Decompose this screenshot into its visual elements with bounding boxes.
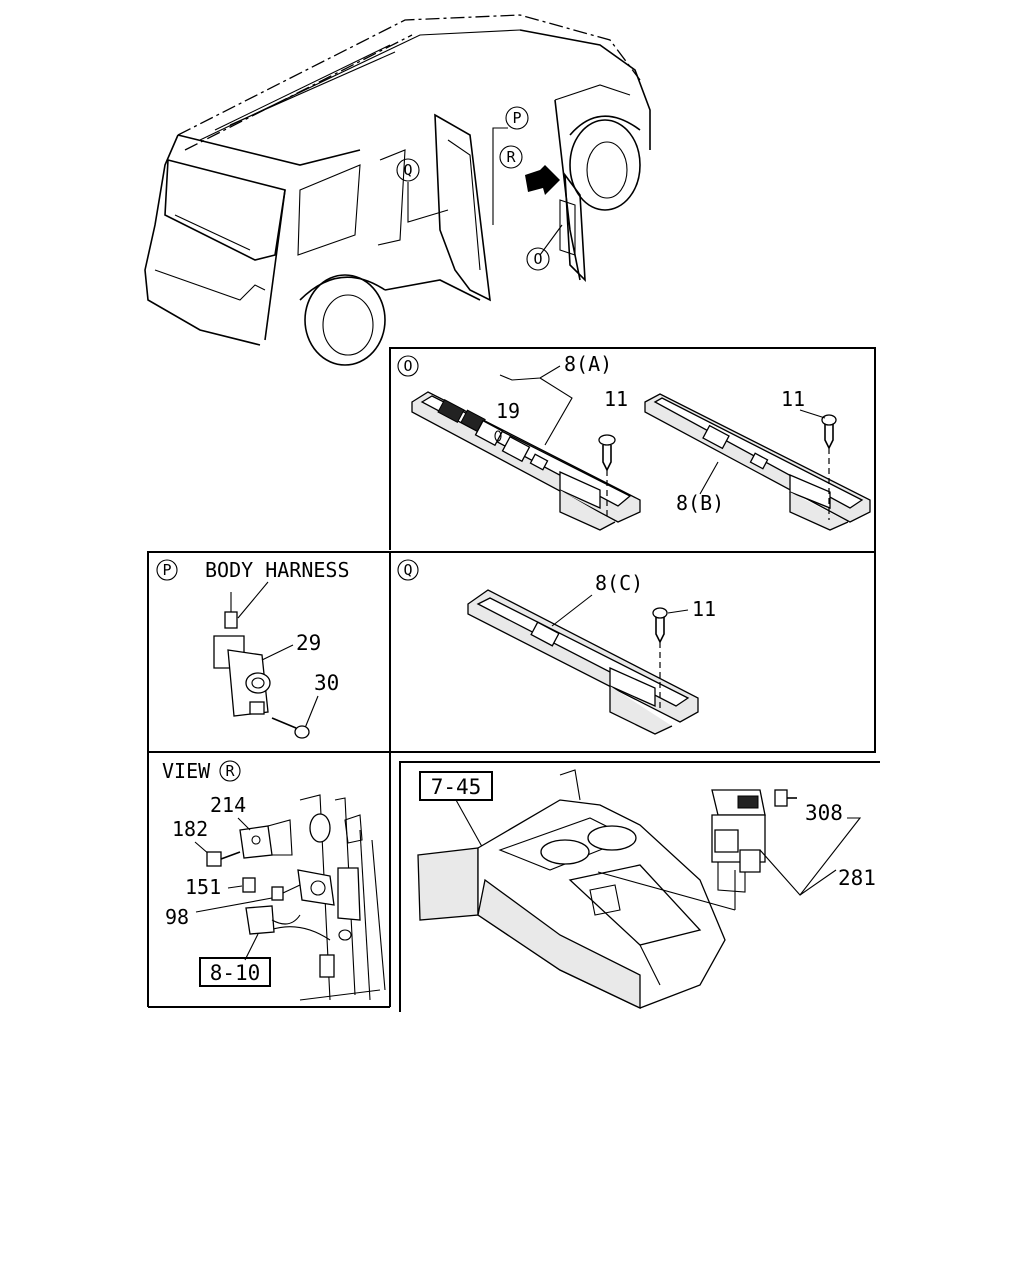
door-switch-29 xyxy=(213,635,271,717)
panel-p-callout: P xyxy=(162,561,171,579)
callout-q-vehicle: Q xyxy=(396,158,420,182)
body-harness-label: BODY HARNESS xyxy=(205,558,350,582)
part-11-label-left: 11 xyxy=(604,387,628,411)
panel-p: P BODY HARNESS 29 30 xyxy=(147,551,876,1007)
panel-o: O 8(A) 19 11 xyxy=(389,347,876,552)
svg-text:7-45: 7-45 xyxy=(431,775,482,799)
connector-body-harness xyxy=(224,592,238,629)
panel-console: 7-45 308 281 xyxy=(399,761,880,1012)
part-11-label-q: 11 xyxy=(692,597,716,621)
bulb-308 xyxy=(774,789,797,807)
part-8b-label: 8(B) xyxy=(676,491,724,515)
panel-o-callout: O xyxy=(403,357,412,375)
part-182-label: 182 xyxy=(172,817,208,841)
harness-98 xyxy=(195,897,301,961)
part-11-label-right: 11 xyxy=(781,387,805,411)
screw-11-right xyxy=(799,409,837,520)
center-console xyxy=(417,769,726,1010)
part-19-label: 19 xyxy=(496,399,520,423)
ref-box-8-10: 8-10 xyxy=(199,957,271,987)
part-151-label: 151 xyxy=(185,875,221,899)
panel-q-callout: Q xyxy=(403,561,412,579)
screw-11-q xyxy=(652,607,689,710)
screw-11-left xyxy=(598,434,616,520)
svg-text:R: R xyxy=(506,148,516,166)
part-214-label: 214 xyxy=(210,793,246,817)
view-r-label: VIEW xyxy=(162,759,211,783)
switch-panel-8b xyxy=(644,393,871,531)
callout-o-vehicle: O xyxy=(526,247,550,271)
callout-p-vehicle: P xyxy=(505,106,529,130)
switch-panel-8c xyxy=(467,589,699,735)
part-8c-label: 8(C) xyxy=(595,571,643,595)
switch-281 xyxy=(711,789,766,893)
part-281-label: 281 xyxy=(838,866,876,890)
part-30-label: 30 xyxy=(314,671,339,695)
switch-panel-8a xyxy=(411,391,641,531)
svg-text:P: P xyxy=(512,109,521,127)
vehicle-illustration xyxy=(144,14,651,366)
bolt-182 xyxy=(194,841,241,867)
view-r-callout: R xyxy=(225,762,235,780)
svg-text:Q: Q xyxy=(403,161,412,179)
panel-q: Q 8(C) 11 xyxy=(397,559,716,735)
part-98-label: 98 xyxy=(165,905,189,929)
callout-r-vehicle: R xyxy=(499,145,523,169)
svg-text:8-10: 8-10 xyxy=(210,961,261,985)
ref-box-7-45: 7-45 xyxy=(419,771,493,801)
panel-view-r: VIEW R 214 182 xyxy=(148,759,390,1008)
svg-text:O: O xyxy=(533,250,542,268)
part-8a-label: 8(A) xyxy=(564,352,612,376)
pillar-structure xyxy=(269,794,386,1001)
part-29-label: 29 xyxy=(296,631,321,655)
clip-151 xyxy=(227,877,301,901)
bracket-214 xyxy=(237,817,293,859)
part-308-label: 308 xyxy=(805,801,843,825)
screw-30 xyxy=(271,717,310,739)
